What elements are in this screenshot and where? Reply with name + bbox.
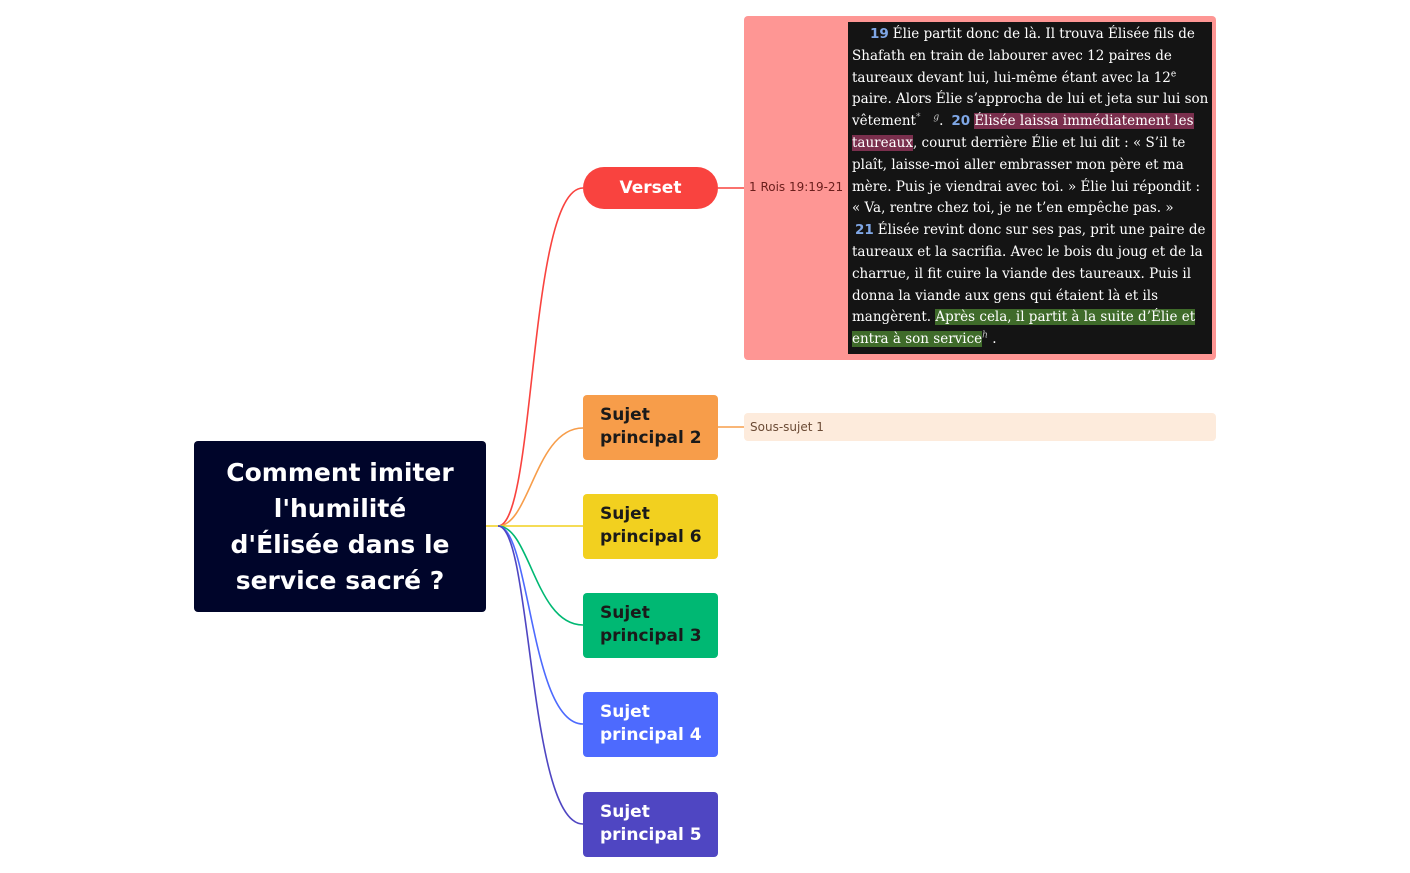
branch-sujet-principal-5[interactable]: Sujet principal 5 <box>583 792 718 857</box>
branch-verset-label: Verset <box>619 178 682 198</box>
footnote-g-marker[interactable]: g <box>933 112 940 123</box>
branch-verset[interactable]: Verset <box>583 167 718 209</box>
branch-sujet-principal-3[interactable]: Sujet principal 3 <box>583 593 718 658</box>
superscript-e: e <box>1170 69 1177 80</box>
connector-verset <box>497 187 584 527</box>
verse-19-text: Élie partit donc de là. Il trouva Élisée… <box>852 26 1195 86</box>
branch-sujet-principal-6[interactable]: Sujet principal 6 <box>583 494 718 559</box>
verse-19-text-continued: paire. Alors Élie s’approcha de lui et j… <box>852 91 1209 130</box>
branch-label: Sujet principal 3 <box>600 603 702 646</box>
branch-label: Sujet principal 5 <box>600 802 702 845</box>
branch-label: Sujet principal 6 <box>600 504 702 547</box>
central-topic[interactable]: Comment imiter l'humilité d'Élisée dans … <box>194 441 486 612</box>
branch-label: Sujet principal 2 <box>600 405 702 448</box>
verse-21-end: . <box>992 331 997 348</box>
subtopic-label: Sous-sujet 1 <box>750 420 824 434</box>
verse-21-text: Élisée revint donc sur ses pas, prit une… <box>852 222 1206 326</box>
connector-sujet-4 <box>497 525 584 725</box>
verse-number-20: 20 <box>951 113 971 130</box>
branch-sujet-principal-4[interactable]: Sujet principal 4 <box>583 692 718 757</box>
branch-label: Sujet principal 4 <box>600 702 702 745</box>
verse-number-19: 19 <box>870 26 889 42</box>
verse-number-21: 21 <box>855 222 874 239</box>
connector-sujet-3 <box>497 525 584 626</box>
verse-reference: 1 Rois 19:19-21 <box>749 180 844 194</box>
branch-sujet-principal-2[interactable]: Sujet principal 2 <box>583 395 718 460</box>
footnote-star-marker[interactable]: * <box>915 112 921 123</box>
central-topic-title: Comment imiter l'humilité d'Élisée dans … <box>226 457 454 595</box>
subtopic-sous-sujet-1[interactable]: Sous-sujet 1 <box>744 413 1216 441</box>
connector-sujet-5 <box>497 525 584 825</box>
footnote-h-marker[interactable]: h <box>982 330 988 341</box>
verse-20-text: , courut derrière Élie et lui dit : « S’… <box>852 134 1201 217</box>
connector-sujet-2 <box>497 427 584 527</box>
verse-19-end: . <box>939 113 944 130</box>
